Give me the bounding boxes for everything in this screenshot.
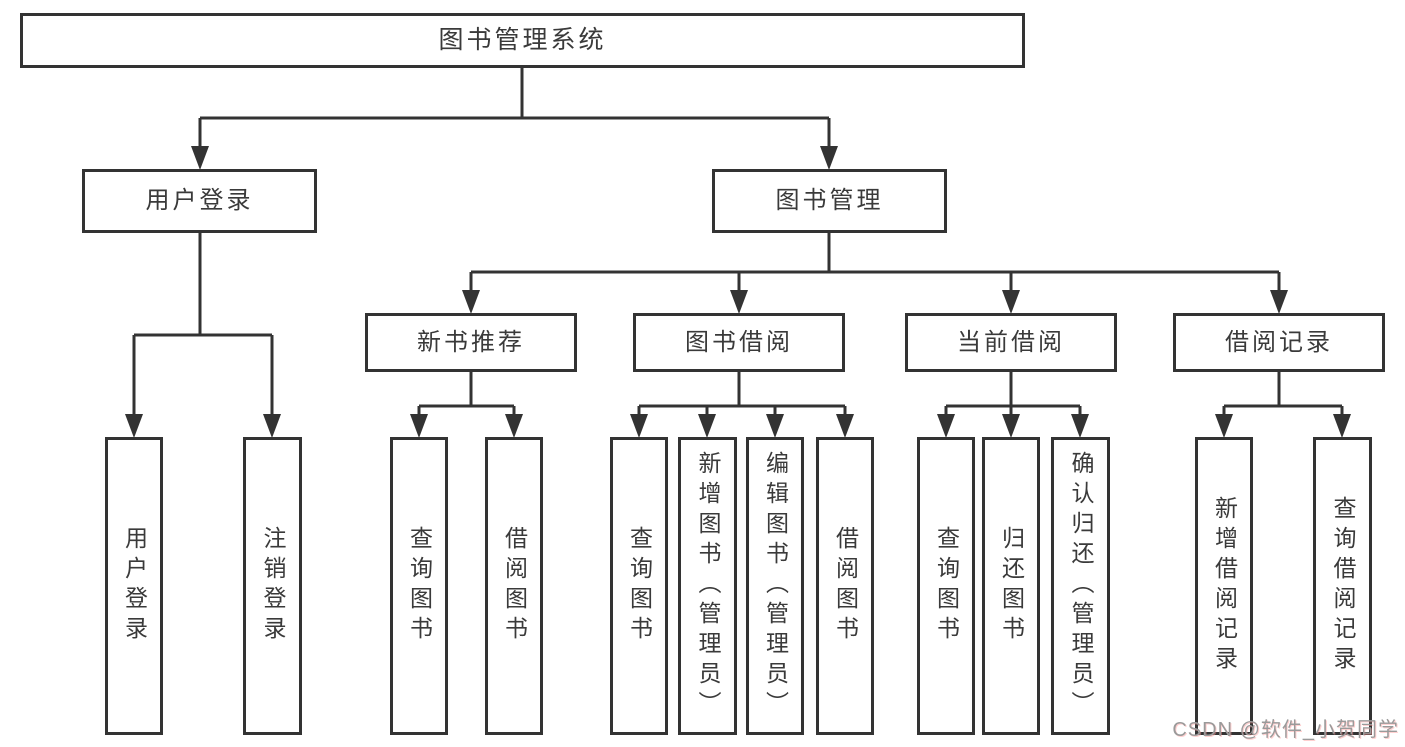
connector-book-borrow-children: [637, 372, 847, 418]
leaf-return-book: 归还图书: [982, 437, 1040, 735]
leaf-query-books-borrow: 查询图书: [610, 437, 668, 735]
connector-book-management-children: [469, 233, 1281, 294]
arrowheads: [125, 146, 1351, 438]
node-new-book-recommend: 新书推荐: [365, 313, 577, 372]
node-user-login: 用户登录: [82, 169, 317, 233]
leaf-edit-book-admin: 编辑图书（管理员）: [746, 437, 804, 735]
leaf-add-book-admin: 新增图书（管理员）: [678, 437, 737, 735]
arrowhead-down-icon: [1215, 414, 1233, 438]
connector-root-to-level2: [198, 68, 831, 150]
connector-borrow-records-children: [1222, 372, 1344, 418]
leaf-borrow-books: 借阅图书: [816, 437, 874, 735]
leaf-query-books-recommend: 查询图书: [390, 437, 448, 735]
leaf-borrow-books-recommend: 借阅图书: [485, 437, 543, 735]
node-book-management: 图书管理: [712, 169, 947, 233]
arrowhead-down-icon: [730, 290, 748, 314]
node-book-borrow: 图书借阅: [633, 313, 845, 372]
arrowhead-down-icon: [462, 290, 480, 314]
arrowhead-down-icon: [1071, 414, 1089, 438]
node-borrow-records: 借阅记录: [1173, 313, 1385, 372]
leaf-logout: 注销登录: [243, 437, 302, 735]
arrowhead-down-icon: [820, 146, 838, 170]
connector-new-book-recommend-children: [417, 372, 516, 418]
arrowhead-down-icon: [125, 414, 143, 438]
arrowhead-down-icon: [836, 414, 854, 438]
arrowhead-down-icon: [191, 146, 209, 170]
csdn-watermark: CSDN @软件_小贺同学: [1172, 719, 1399, 741]
arrowhead-down-icon: [410, 414, 428, 438]
connector-current-borrow-children: [944, 372, 1082, 418]
leaf-confirm-return-admin: 确认归还（管理员）: [1051, 437, 1110, 735]
leaf-add-borrow-record: 新增借阅记录: [1195, 437, 1253, 735]
arrowhead-down-icon: [1002, 290, 1020, 314]
node-current-borrow: 当前借阅: [905, 313, 1117, 372]
node-library-management-system: 图书管理系统: [20, 13, 1025, 68]
arrowhead-down-icon: [263, 414, 281, 438]
arrowhead-down-icon: [766, 414, 784, 438]
arrowhead-down-icon: [1333, 414, 1351, 438]
connector-user-login-children: [132, 233, 274, 418]
leaf-query-books-current: 查询图书: [917, 437, 975, 735]
leaf-user-login: 用户登录: [105, 437, 163, 735]
arrowhead-down-icon: [1270, 290, 1288, 314]
arrowhead-down-icon: [698, 414, 716, 438]
arrowhead-down-icon: [937, 414, 955, 438]
leaf-query-borrow-record: 查询借阅记录: [1313, 437, 1372, 735]
arrowhead-down-icon: [630, 414, 648, 438]
arrowhead-down-icon: [505, 414, 523, 438]
arrowhead-down-icon: [1002, 414, 1020, 438]
